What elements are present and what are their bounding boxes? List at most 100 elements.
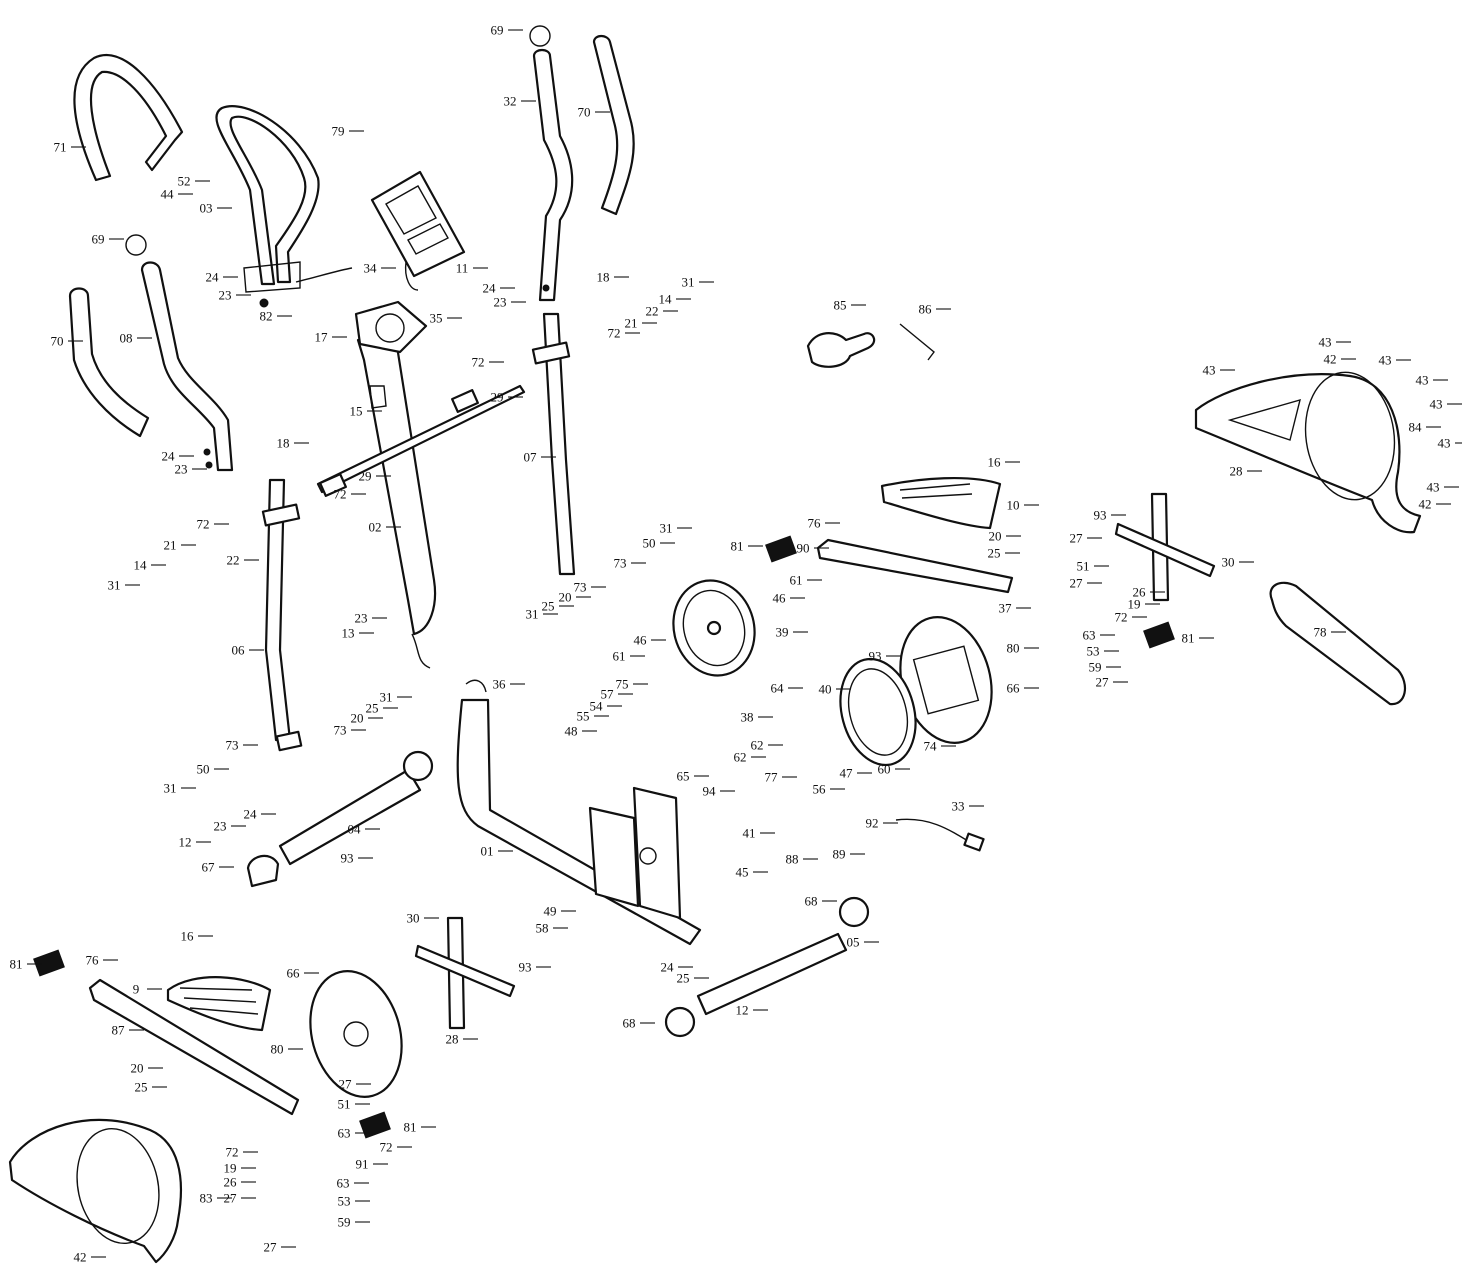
part-number-label: 51 [1076, 558, 1090, 574]
part-number-label: 77 [764, 769, 778, 785]
part-number-label: 85 [833, 297, 847, 313]
part-9-footplate-left [166, 976, 272, 1032]
part-number-label: 42 [1418, 496, 1432, 512]
part-number-label: 31 [379, 689, 393, 705]
part-number-label: 59 [337, 1214, 351, 1230]
part-number-label: 23 [493, 294, 507, 310]
part-33-power-adapter [895, 818, 985, 852]
part-number-label: 55 [576, 708, 590, 724]
part-number-label: 30 [406, 910, 420, 926]
part-number-label: 45 [735, 864, 749, 880]
part-number-label: 43 [1437, 435, 1451, 451]
part-number-label: 64 [770, 680, 784, 696]
part-number-label: 69 [490, 22, 504, 38]
part-number-label: 29 [358, 468, 372, 484]
part-85-wrench [806, 332, 876, 368]
part-number-label: 89 [832, 846, 846, 862]
part-number-label: 71 [53, 139, 67, 155]
part-number-label: 48 [564, 723, 578, 739]
part-number-label: 59 [1088, 659, 1102, 675]
part-number-label: 35 [429, 310, 443, 326]
part-number-label: 20 [988, 528, 1002, 544]
part-70-handle-tube-left [68, 287, 150, 438]
part-36-sensor-wire [465, 679, 487, 693]
part-number-label: 84 [1408, 419, 1422, 435]
part-number-label: 06 [231, 642, 245, 658]
part-number-label: 63 [1082, 627, 1096, 643]
part-number-label: 81 [9, 956, 23, 972]
part-number-label: 79 [331, 123, 345, 139]
part-number-label: 31 [659, 520, 673, 536]
part-number-label: 92 [865, 815, 879, 831]
part-number-label: 25 [987, 545, 1001, 561]
part-number-label: 12 [178, 834, 192, 850]
part-number-label: 56 [812, 781, 826, 797]
part-number-label: 27 [1069, 575, 1083, 591]
part-number-label: 36 [492, 676, 506, 692]
part-number-label: 42 [1323, 351, 1337, 367]
part-number-label: 81 [403, 1119, 417, 1135]
part-83-side-cover-left [8, 1118, 182, 1264]
part-number-label: 43 [1426, 479, 1440, 495]
part-number-label: 81 [730, 538, 744, 554]
part-number-label: 70 [50, 333, 64, 349]
part-number-label: 27 [263, 1239, 277, 1255]
part-number-label: 74 [923, 738, 937, 754]
part-number-label: 30 [1221, 554, 1235, 570]
part-number-label: 31 [525, 606, 539, 622]
part-number-label: 50 [196, 761, 210, 777]
part-number-label: 24 [205, 269, 219, 285]
part-number-label: 91 [355, 1156, 369, 1172]
part-number-label: 31 [681, 274, 695, 290]
part-02-console-mast [354, 300, 437, 669]
part-number-label: 31 [107, 577, 121, 593]
part-number-label: 72 [379, 1139, 393, 1155]
part-number-label: 14 [133, 557, 147, 573]
part-number-label: 24 [482, 280, 496, 296]
part-number-label: 13 [341, 625, 355, 641]
part-01-main-frame [456, 698, 702, 946]
part-number-label: 17 [314, 329, 328, 345]
part-number-label: 28 [445, 1031, 459, 1047]
part-number-label: 93 [340, 850, 354, 866]
part-number-label: 82 [259, 308, 273, 324]
part-74-belt-pulley [839, 657, 917, 767]
part-number-label: 73 [333, 722, 347, 738]
part-number-label: 08 [119, 330, 133, 346]
part-number-label: 72 [471, 354, 485, 370]
part-90-pedal-arm-right [816, 538, 1014, 594]
part-number-label: 62 [750, 737, 764, 753]
part-number-label: 60 [877, 761, 891, 777]
part-08-moving-handle-left [125, 234, 234, 472]
part-number-label: 21 [163, 537, 177, 553]
part-number-label: 15 [349, 403, 363, 419]
part-number-label: 18 [276, 435, 290, 451]
part-81-end-caps [33, 535, 1175, 1139]
part-number-label: 25 [676, 970, 690, 986]
part-number-label: 20 [558, 589, 572, 605]
part-number-label: 40 [818, 681, 832, 697]
part-number-label: 62 [733, 749, 747, 765]
part-number-label: 24 [243, 806, 257, 822]
part-number-label: 63 [336, 1175, 350, 1191]
part-number-label: 16 [987, 454, 1001, 470]
part-number-label: 50 [642, 535, 656, 551]
part-39-flywheel [672, 579, 756, 677]
part-number-label: 21 [624, 315, 638, 331]
part-number-label: 46 [772, 590, 786, 606]
part-number-label: 80 [270, 1041, 284, 1057]
part-number-label: 49 [543, 903, 557, 919]
part-number-label: 43 [1318, 334, 1332, 350]
part-number-label: 27 [223, 1190, 237, 1206]
part-number-label: 61 [612, 648, 626, 664]
part-number-label: 73 [613, 555, 627, 571]
part-number-label: 72 [196, 516, 210, 532]
part-number-label: 90 [796, 540, 810, 556]
part-number-label: 9 [132, 981, 140, 997]
part-number-label: 47 [839, 765, 853, 781]
part-number-label: 88 [785, 851, 799, 867]
part-number-label: 93 [518, 959, 532, 975]
part-number-label: 19 [223, 1160, 237, 1176]
part-70-handle-tube-right [592, 34, 635, 216]
